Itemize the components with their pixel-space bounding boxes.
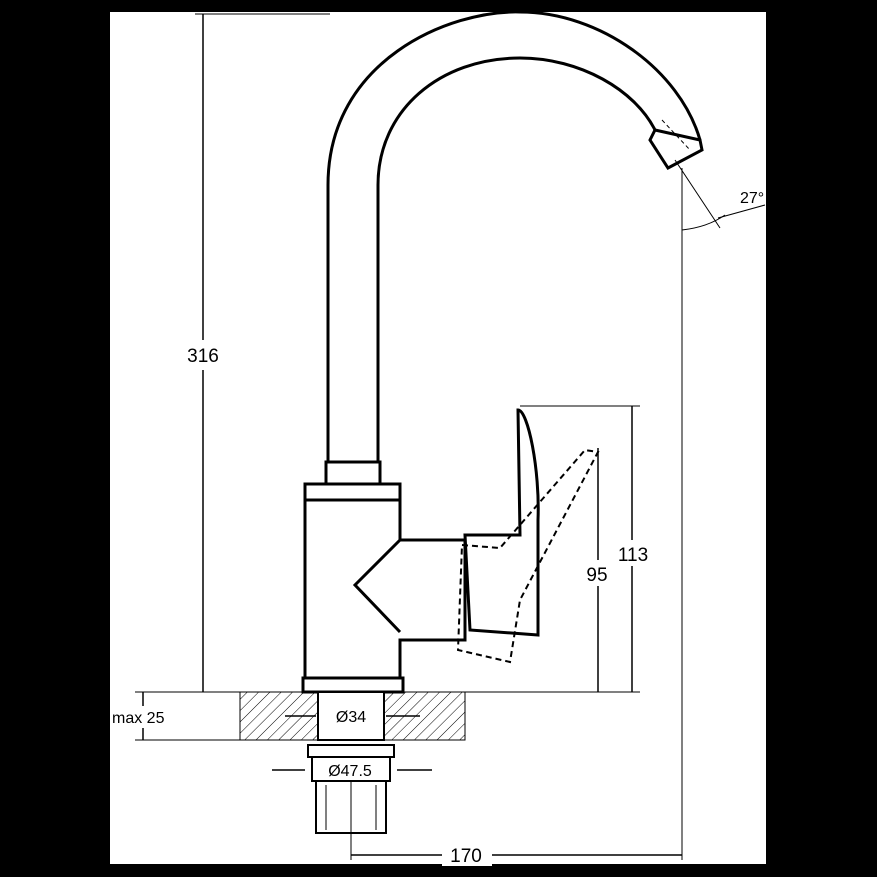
mount-thickness-label: max 25 [112, 710, 165, 727]
height-label: 316 [187, 346, 219, 367]
handle-lever-open-dashed [456, 448, 600, 664]
thread-diameter-label: Ø47.5 [328, 763, 372, 780]
body-cone [352, 538, 402, 634]
spout-tip [648, 128, 704, 170]
handle-height-label: 113 [618, 545, 648, 566]
spout-inner [376, 56, 657, 462]
reach-label: 170 [450, 846, 482, 867]
outlet-height-label: 95 [586, 565, 607, 586]
base-flange [301, 676, 405, 694]
faucet-body [303, 482, 467, 680]
handle-lever [463, 408, 540, 637]
angle-label: 27° [740, 190, 764, 207]
hole-diameter-label: Ø34 [336, 709, 366, 726]
spout-outer [326, 10, 702, 462]
mounting-hole [317, 691, 385, 741]
shank-nut [307, 744, 395, 758]
spout-collar [324, 460, 382, 486]
